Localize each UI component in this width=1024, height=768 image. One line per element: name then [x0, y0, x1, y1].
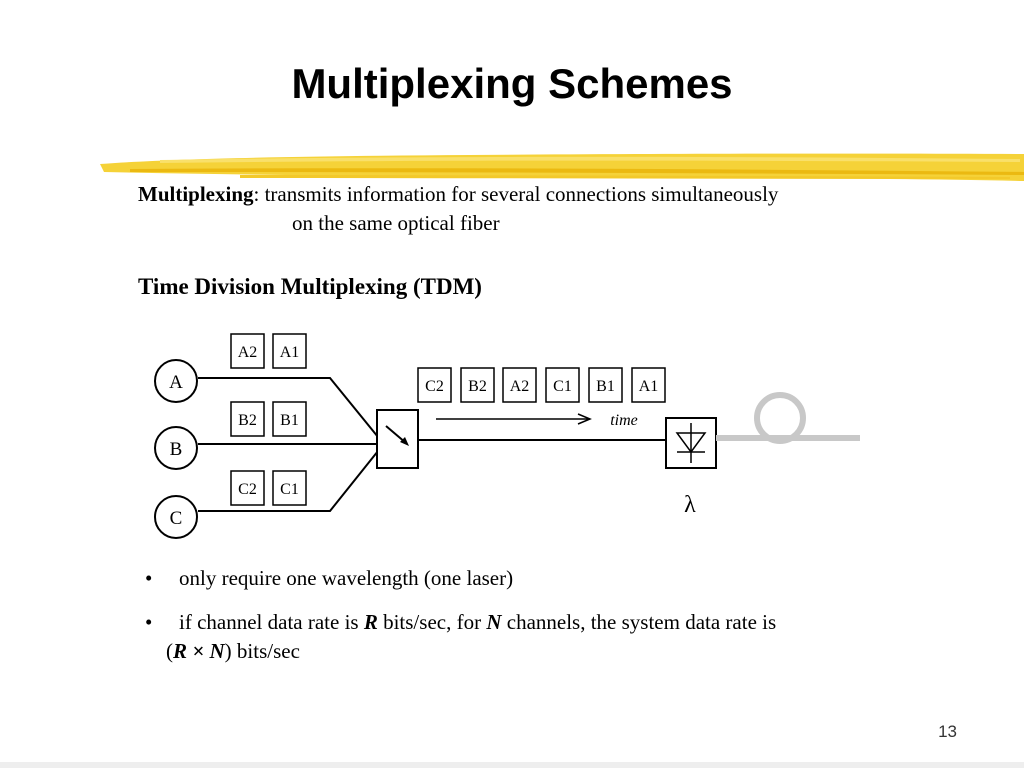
node-a: A: [154, 359, 198, 403]
bullet-list: •only require one wavelength (one laser)…: [140, 564, 940, 681]
bullet-text-part: (: [166, 639, 173, 663]
fiber-line-a: [198, 377, 379, 438]
bullet-text: only require one wavelength (one laser): [179, 566, 514, 590]
switch-icon: [376, 409, 419, 469]
node-c: C: [154, 495, 198, 539]
svg-text:B1: B1: [280, 412, 299, 429]
stream-packet-c2: C2: [417, 367, 452, 403]
definition-text-line1: : transmits information for several conn…: [253, 182, 779, 206]
stream-packet-c1: C1: [545, 367, 580, 403]
svg-text:A2: A2: [510, 378, 530, 395]
rate-variable-r: R: [173, 639, 188, 663]
time-arrow-icon: [436, 413, 592, 425]
packet-a1: A1: [272, 333, 307, 369]
fiber-coil-icon: [716, 392, 860, 444]
svg-text:C2: C2: [425, 378, 444, 395]
photodetector-icon: [665, 417, 717, 469]
brush-stroke-divider: [100, 153, 1024, 181]
time-label: time: [610, 412, 638, 429]
packet-b1: B1: [272, 401, 307, 437]
slide-number: 13: [938, 722, 957, 741]
packet-c2: C2: [230, 470, 265, 506]
svg-text:A1: A1: [280, 344, 300, 361]
channels-variable-n: N: [209, 639, 225, 663]
svg-text:B2: B2: [238, 412, 257, 429]
slide-title: Multiplexing Schemes: [291, 60, 733, 107]
packet-a2: A2: [230, 333, 265, 369]
footer-divider: [0, 762, 1024, 768]
bullet-item-data-rate: •if channel data rate is R bits/sec, for…: [145, 610, 777, 663]
rate-variable-r: R: [363, 610, 378, 634]
multiplexing-definition: Multiplexing: transmits information for …: [138, 180, 778, 238]
stream-packet-b1: B1: [588, 367, 623, 403]
definition-text-line2: on the same optical fiber: [292, 211, 500, 235]
channels-variable-n: N: [486, 610, 502, 634]
bullet-text-part: ) bits/sec: [224, 639, 300, 663]
times-symbol: ×: [187, 639, 210, 663]
bullet-text-part: channels, the system data rate is: [501, 610, 777, 634]
svg-text:C: C: [170, 508, 183, 529]
svg-text:B: B: [170, 439, 183, 460]
svg-text:A: A: [169, 372, 183, 393]
svg-text:B2: B2: [468, 378, 487, 395]
svg-text:A1: A1: [639, 378, 659, 395]
stream-packet-a2: A2: [502, 367, 537, 403]
svg-text:B1: B1: [596, 378, 615, 395]
bullet-text-part: bits/sec, for: [377, 610, 487, 634]
svg-text:C2: C2: [238, 481, 257, 498]
svg-text:C1: C1: [280, 481, 299, 498]
bullet-item-one-wavelength: •only require one wavelength (one laser): [145, 566, 514, 590]
fiber-line-c: [198, 450, 379, 512]
tdm-heading: Time Division Multiplexing (TDM): [138, 274, 482, 299]
node-b: B: [154, 426, 198, 470]
definition-term: Multiplexing: [138, 182, 254, 206]
bullet-text-part: if channel data rate is: [179, 610, 364, 634]
svg-text:C1: C1: [553, 378, 572, 395]
stream-packet-a1: A1: [631, 367, 666, 403]
wavelength-symbol: λ: [684, 492, 696, 518]
packet-b2: B2: [230, 401, 265, 437]
packet-c1: C1: [272, 470, 307, 506]
svg-text:A2: A2: [238, 344, 258, 361]
stream-packet-b2: B2: [460, 367, 495, 403]
